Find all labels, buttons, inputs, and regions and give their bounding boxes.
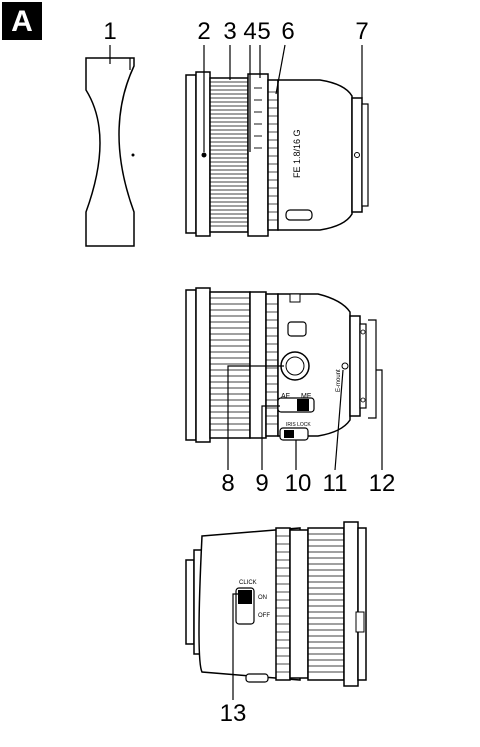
callout-12: 12 [368, 470, 396, 497]
callout-3: 3 [223, 18, 237, 45]
callout-7: 7 [355, 18, 369, 45]
e-mount-label: E-mount [336, 369, 342, 392]
lens-side-view-top [185, 71, 369, 237]
mf-label: MF [301, 393, 311, 400]
lens-side-view-middle [185, 287, 377, 443]
lens-hood [85, 57, 135, 247]
callout-6: 6 [281, 18, 295, 45]
lens-side-view-bottom [185, 521, 367, 687]
af-label: AF [281, 393, 290, 400]
off-label: OFF [258, 613, 270, 619]
model-marking: FE 1.8/16 G [292, 129, 302, 178]
on-label: ON [258, 595, 267, 601]
leader-lines [109, 44, 383, 700]
callout-4: 4 [243, 18, 257, 45]
callout-1: 1 [103, 18, 117, 45]
callout-11: 11 [322, 470, 348, 497]
section-letter: A [2, 2, 42, 40]
iris-lock-label: IRIS LOCK [286, 422, 311, 428]
callout-10: 10 [284, 470, 312, 497]
callout-8: 8 [221, 470, 235, 497]
callout-2: 2 [197, 18, 211, 45]
callout-13: 13 [219, 700, 247, 727]
click-label: CLICK [239, 580, 257, 586]
callout-9: 9 [255, 470, 269, 497]
callout-5: 5 [257, 18, 271, 45]
